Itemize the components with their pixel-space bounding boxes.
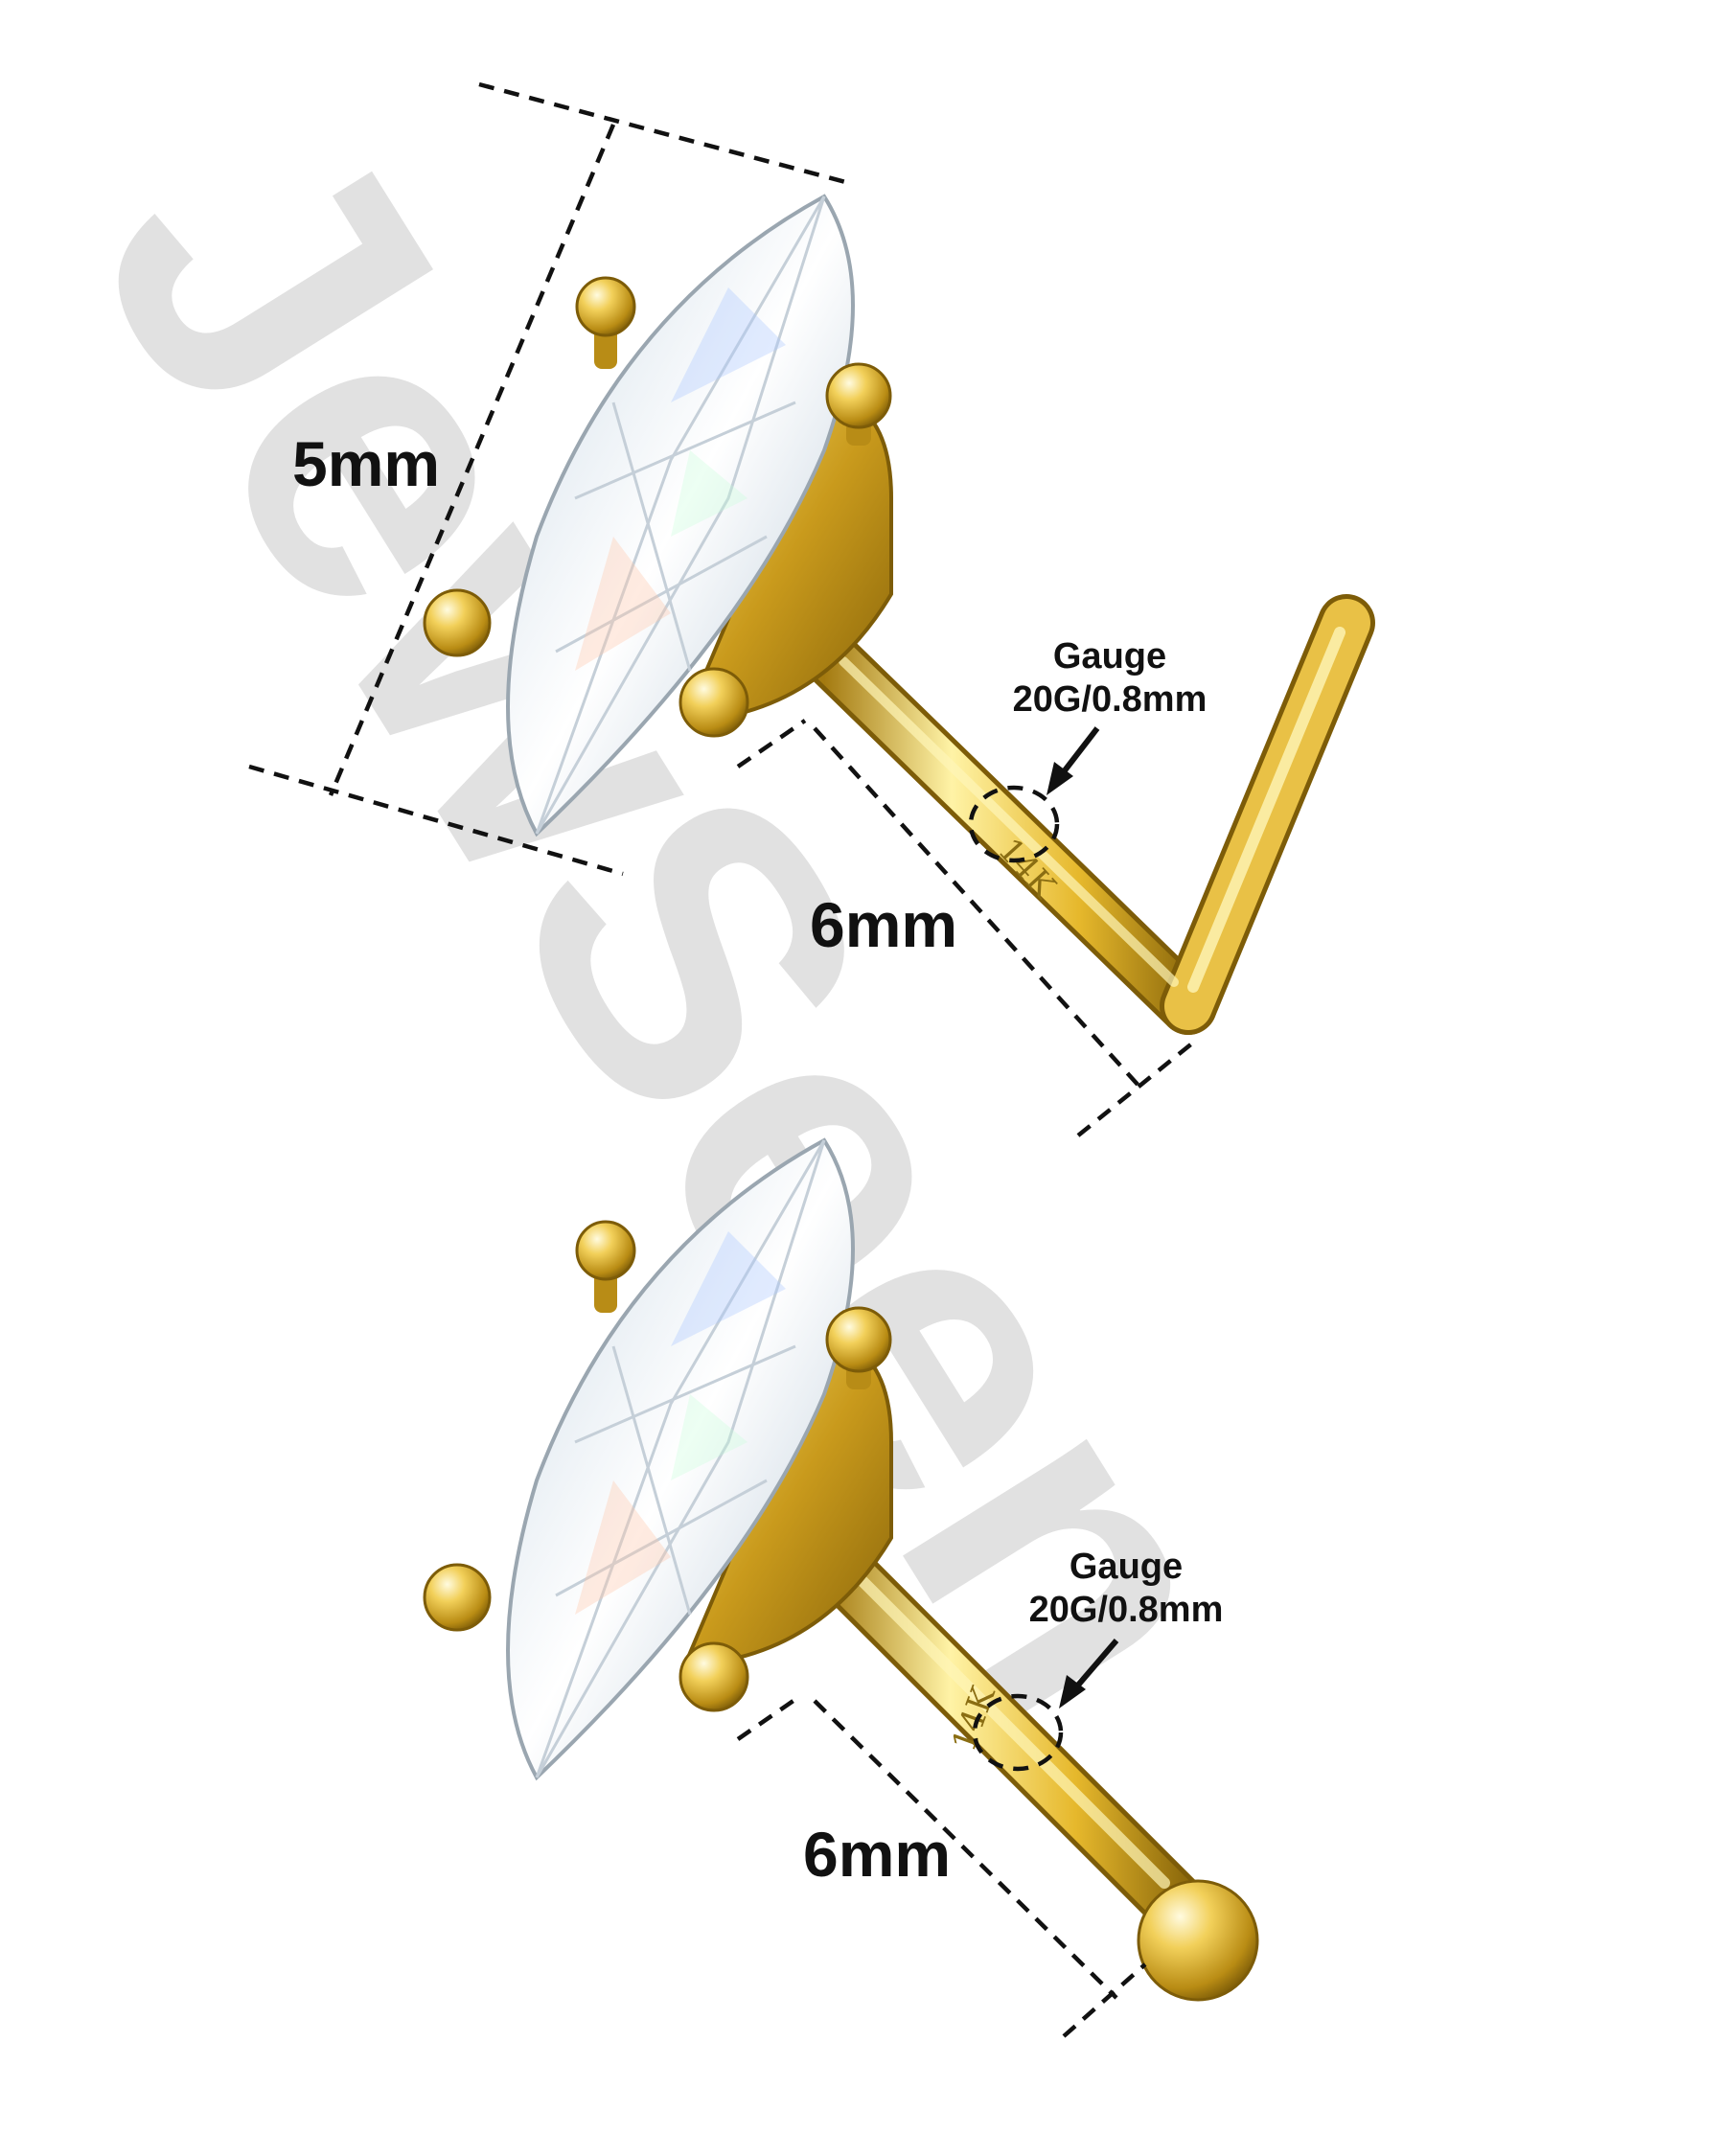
top-post: 14K xyxy=(795,594,1375,1035)
top-gauge-title: Gauge xyxy=(1053,636,1166,677)
bottom-post: 14K xyxy=(794,1522,1259,2002)
bottom-ball-end xyxy=(1137,1879,1259,2002)
bottom-gauge-value: 20G/0.8mm xyxy=(1029,1590,1224,1630)
top-stone-size-label: 5mm xyxy=(292,428,440,499)
top-stone-dimension: 5mm xyxy=(248,81,854,877)
bottom-piece: 14K xyxy=(423,1137,1259,2038)
top-gauge-value: 20G/0.8mm xyxy=(1013,679,1208,720)
top-piece: 14K xyxy=(248,81,1375,1137)
bottom-gem-setting xyxy=(423,1137,893,1781)
bottom-post-length-label: 6mm xyxy=(803,1819,951,1890)
bottom-prongs xyxy=(423,1220,892,1712)
top-post-dimension: 6mm xyxy=(736,719,1195,1137)
bottom-post-dimension: 6mm xyxy=(736,1694,1147,2038)
top-prongs xyxy=(423,276,892,738)
top-gauge-callout: Gauge 20G/0.8mm xyxy=(968,636,1208,863)
bottom-gauge-title: Gauge xyxy=(1070,1547,1183,1587)
top-post-length-label: 6mm xyxy=(810,889,957,960)
bottom-gauge-callout: Gauge 20G/0.8mm xyxy=(972,1547,1224,1772)
top-gem-setting xyxy=(423,194,893,837)
